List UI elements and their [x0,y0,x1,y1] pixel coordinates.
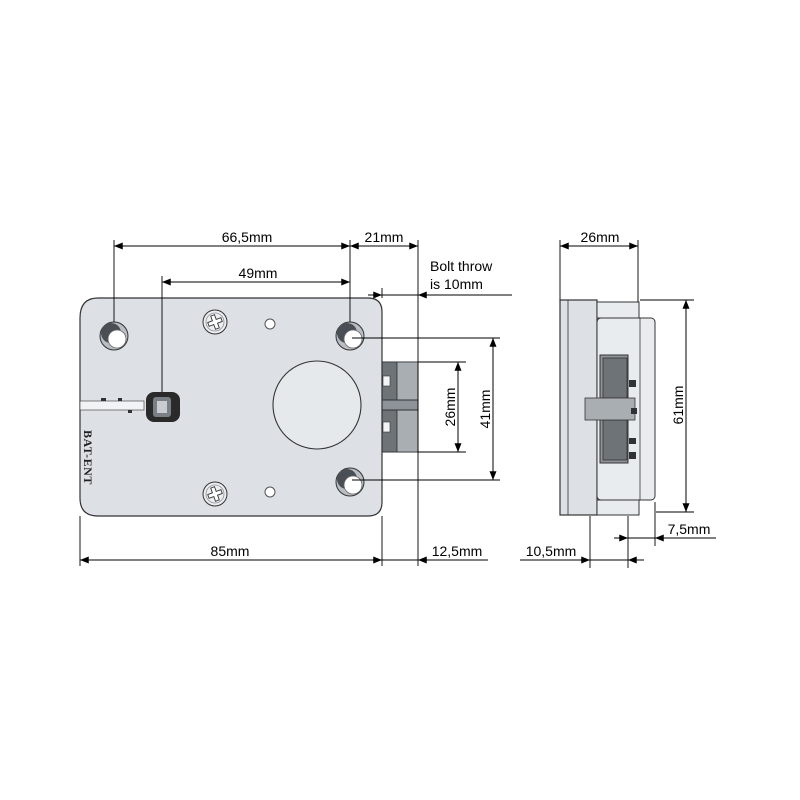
dimension-label-depth: 26mm [581,229,620,245]
round-boss [272,360,362,450]
screw-icon [202,309,228,335]
lock-body-front [79,297,383,517]
dimension-label-bolt-throw-line2: is 10mm [430,276,483,292]
front-view: BAT-ENT 66,5mm 21mm 49mm Bolt throw is 1… [79,229,512,566]
small-hole-bottom [264,486,276,498]
dimension-label-body-width: 85mm [211,543,250,559]
dimension-label-bolt-throw-line1: Bolt throw [430,258,493,274]
side-bottom-lip [596,499,640,516]
side-bolt-mechanism [584,354,637,464]
mounting-hole-bottom-right [335,467,365,497]
mounting-hole-top-left [99,321,129,351]
mounting-hole-top-right [335,321,365,351]
side-top-lip [596,301,640,319]
dimension-label-hole-spacing-vertical: 41mm [477,390,493,429]
side-view: 26mm 61mm 7,5mm 10,5mm [520,229,716,568]
screw-icon [202,481,228,507]
dimension-label-spindle-to-hole: 49mm [239,265,278,281]
dimension-label-front-offset: 10,5mm [526,543,577,559]
dimension-label-height: 61mm [670,386,686,425]
bolt-front [379,361,419,453]
dimension-label-bolt-height: 26mm [442,388,458,427]
body-marking: BAT-ENT [81,430,95,485]
dimension-label-rear-offset: 7,5mm [668,521,711,537]
keyway-slot [79,398,145,413]
spindle [146,392,180,422]
dimension-label-bolt-projection: 12,5mm [432,543,483,559]
small-hole-top [264,318,276,330]
dimension-label-hole-spacing-horizontal: 66,5mm [222,229,273,245]
dimension-label-hole-to-bolt-end: 21mm [365,229,404,245]
